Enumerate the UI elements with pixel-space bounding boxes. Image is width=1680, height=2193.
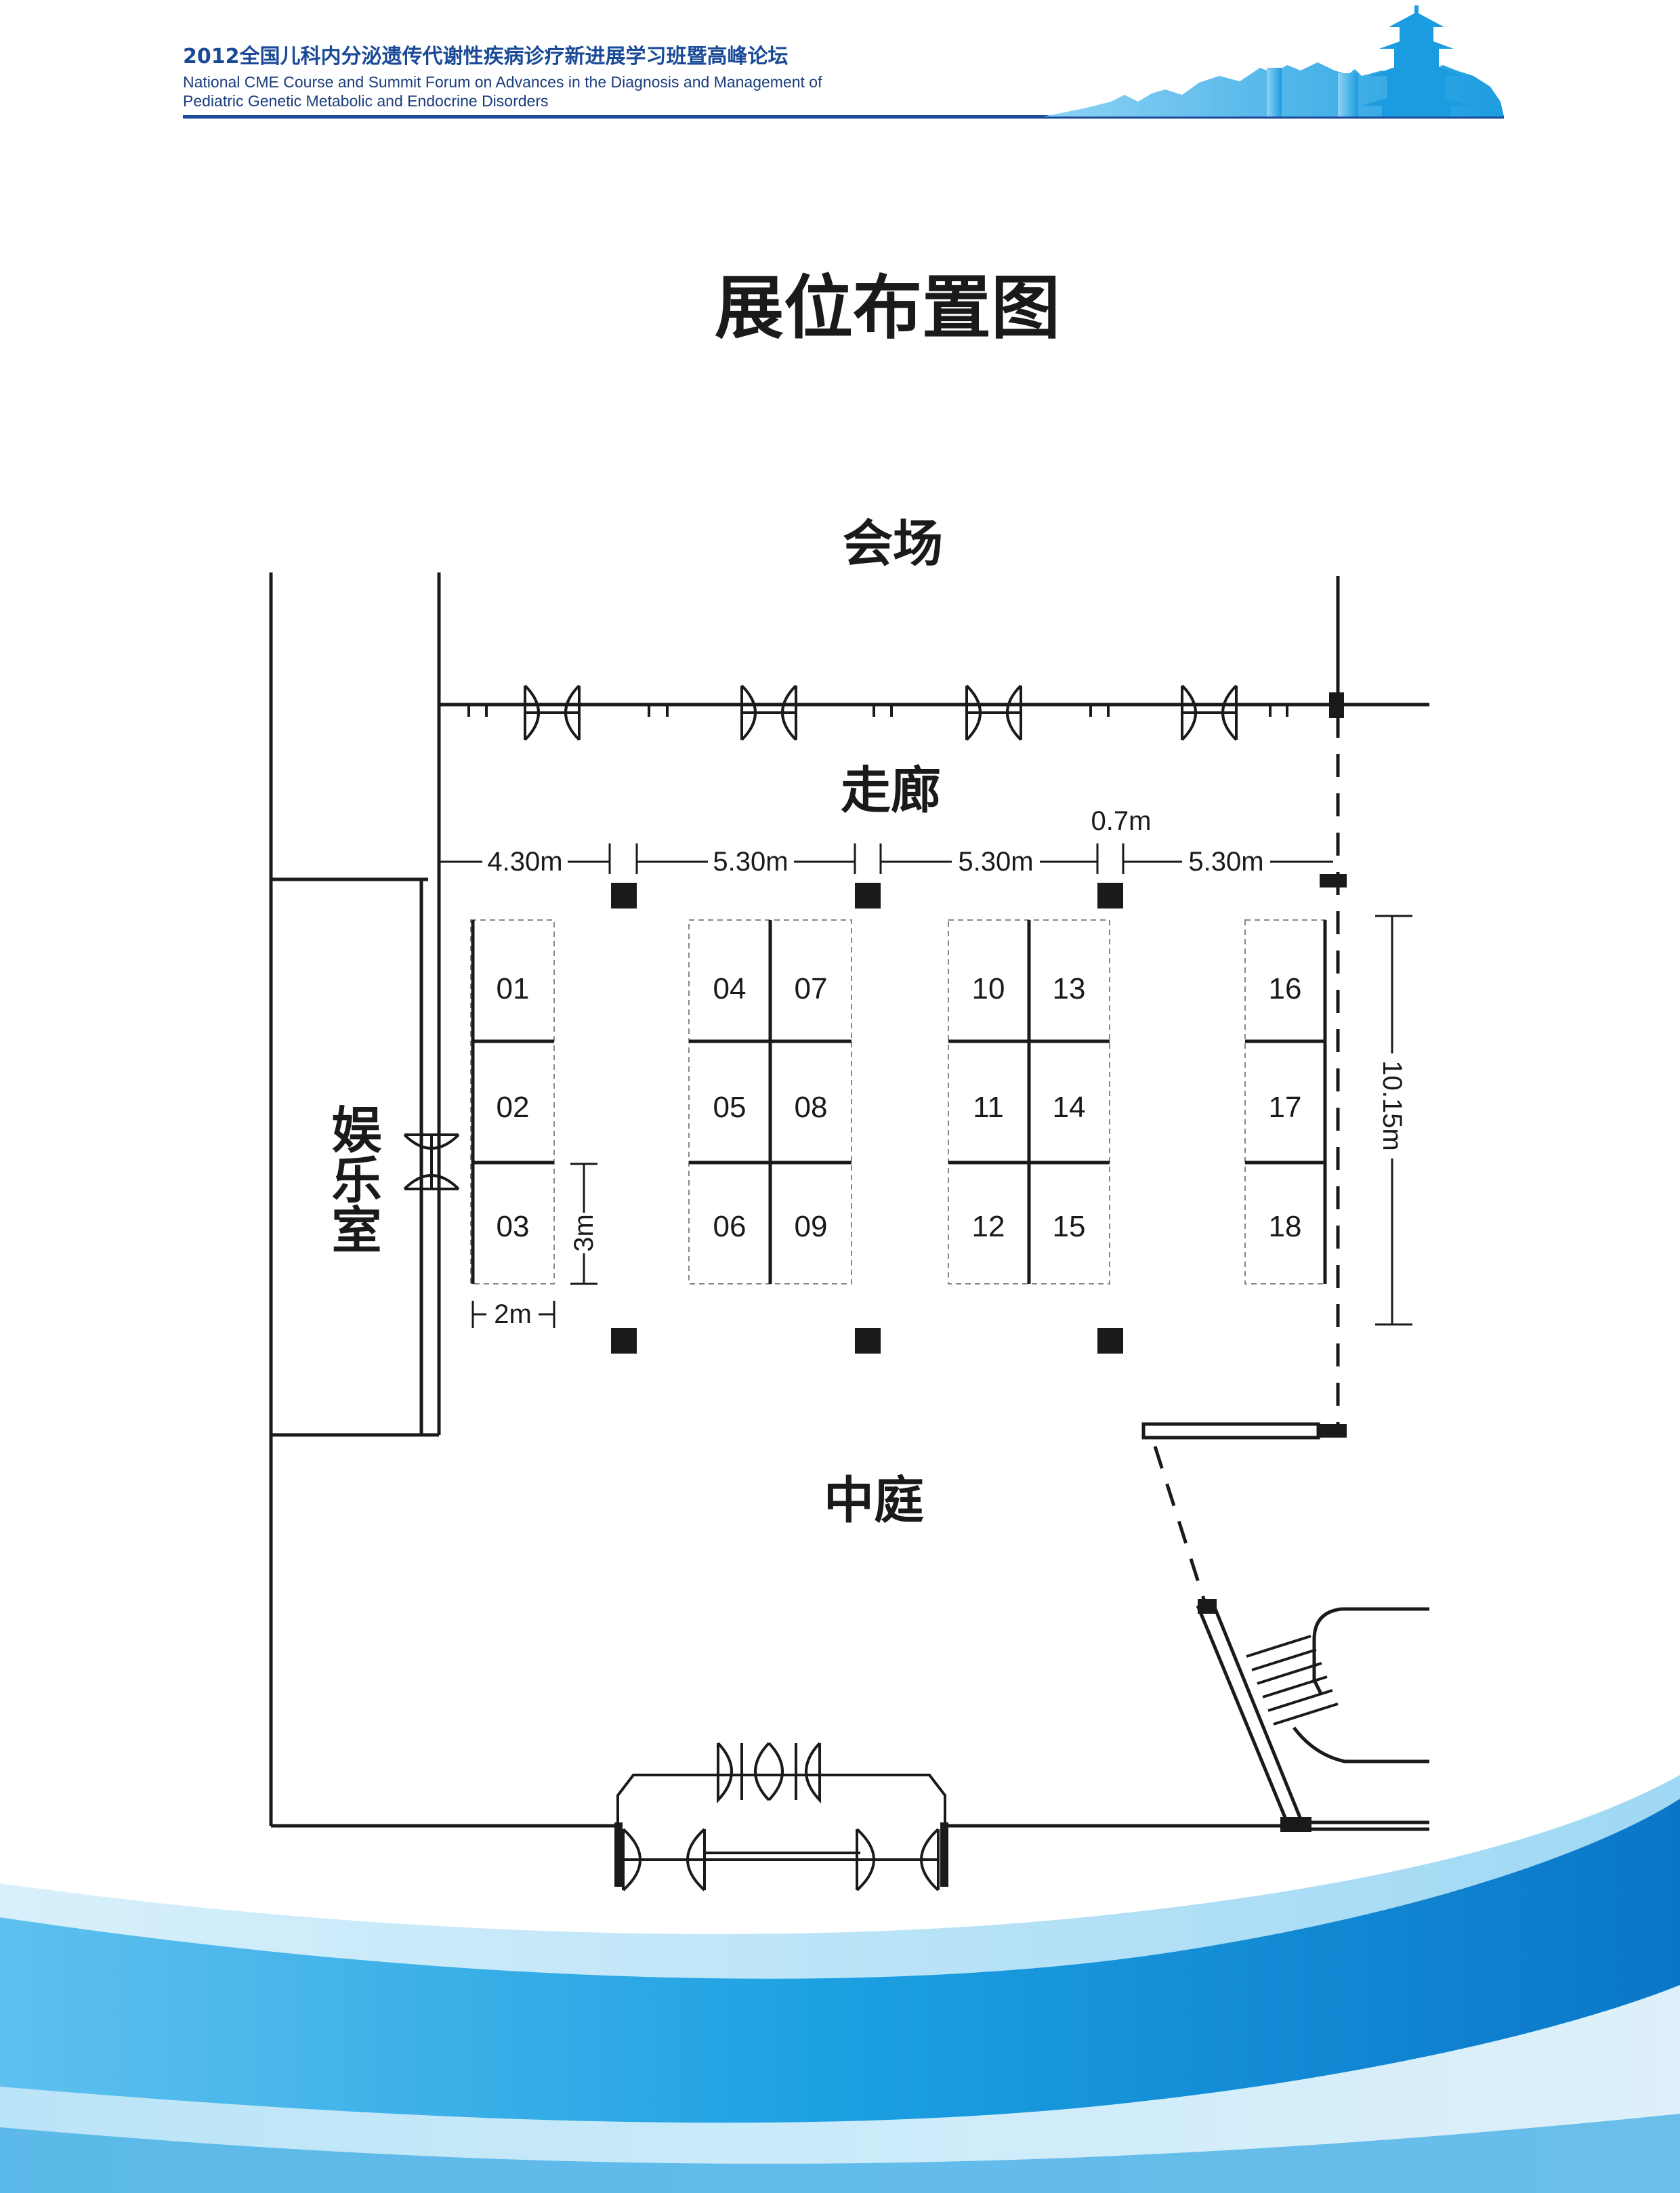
booth-18[interactable]: 18 [1269, 1210, 1302, 1243]
right-boundary [1141, 715, 1429, 1831]
door-icon [965, 684, 1022, 741]
venue-label: 会场 [843, 515, 943, 573]
booth-06[interactable]: 06 [713, 1210, 747, 1243]
boundary-posts [1198, 692, 1347, 1832]
booth-02[interactable]: 02 [497, 1091, 530, 1124]
booth-12[interactable]: 12 [972, 1210, 1005, 1243]
booth-08[interactable]: 08 [795, 1091, 828, 1124]
dimension-lines [439, 843, 1412, 1328]
door-icon [717, 1742, 821, 1804]
stairs [1246, 1635, 1339, 1726]
booth-blocks: 01 02 03 04 05 06 07 08 09 10 11 12 13 1… [470, 919, 1327, 1285]
pagoda-tower [1362, 5, 1471, 117]
booth-16[interactable]: 16 [1269, 972, 1302, 1005]
wall-ticks [467, 705, 1288, 717]
booth-05[interactable]: 05 [713, 1091, 747, 1124]
dimension-labels: 4.30m 5.30m 5.30m 5.30m 0.7m 2m 3m 10.15… [487, 806, 1407, 1329]
column [611, 883, 637, 908]
dim-gap: 0.7m [1091, 806, 1152, 836]
entrance-posts [614, 1822, 948, 1887]
dim-seg4: 5.30m [1188, 847, 1263, 877]
entrance-structure [616, 1774, 946, 1861]
booth-07[interactable]: 07 [795, 972, 828, 1005]
page-title: 展位布置图 [715, 268, 1060, 349]
columns [611, 883, 1123, 1354]
door-icon [403, 1133, 460, 1190]
corridor-label: 走廊 [841, 761, 941, 820]
door-icon [1181, 684, 1238, 741]
header-title-en-line1: National CME Course and Summit Forum on … [183, 73, 822, 91]
booth-04[interactable]: 04 [713, 972, 747, 1005]
column [855, 1328, 881, 1354]
door-group [403, 684, 1238, 1892]
door-icon [740, 684, 797, 741]
booth-09[interactable]: 09 [795, 1210, 828, 1243]
booth-14[interactable]: 14 [1053, 1091, 1086, 1124]
header-title-en-line2: Pediatric Genetic Metabolic and Endocrin… [183, 92, 549, 110]
bottom-wave-decoration [0, 1775, 1680, 2193]
column [1097, 883, 1123, 908]
booth-11[interactable]: 11 [973, 1091, 1004, 1124]
dim-seg3: 5.30m [958, 847, 1033, 877]
header-decoration [183, 5, 1504, 119]
column [1097, 1328, 1123, 1354]
door-icon [622, 1828, 706, 1892]
dim-booth-width: 2m [494, 1299, 532, 1329]
column [611, 1328, 637, 1354]
courtyard-label: 中庭 [824, 1471, 924, 1530]
column [855, 883, 881, 908]
header-title-cn: 2012全国儿科内分泌遗传代谢性疾病诊疗新进展学习班暨高峰论坛 [183, 45, 789, 68]
dim-row-length: 10.15m [1377, 1060, 1407, 1150]
booth-17[interactable]: 17 [1269, 1091, 1302, 1124]
booth-13[interactable]: 13 [1053, 972, 1086, 1005]
booth-10[interactable]: 10 [972, 972, 1005, 1005]
door-icon [524, 684, 581, 741]
booth-15[interactable]: 15 [1053, 1210, 1086, 1243]
dim-seg1: 4.30m [487, 847, 562, 877]
door-icon [856, 1828, 940, 1892]
dim-booth-height: 3m [569, 1214, 599, 1252]
booth-03[interactable]: 03 [497, 1210, 530, 1243]
recreation-room-label: 娱乐室 [323, 1104, 381, 1254]
header-underline [183, 115, 1504, 119]
booth-01[interactable]: 01 [497, 972, 530, 1005]
walls [269, 572, 1429, 1828]
dim-seg2: 5.30m [713, 847, 788, 877]
